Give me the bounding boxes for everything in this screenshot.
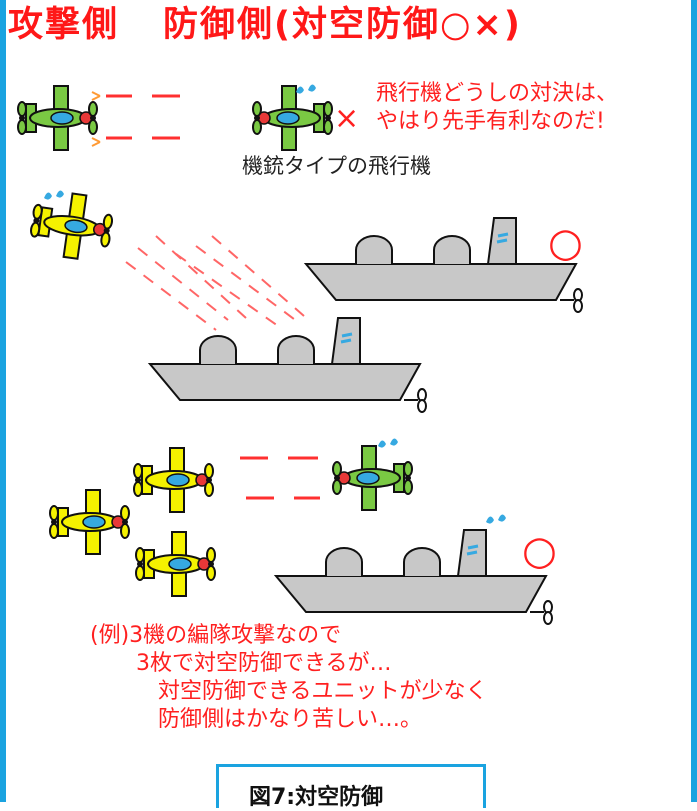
duel-message-line-2: やはり先手有利なのだ!: [376, 109, 605, 134]
win-mark: ○: [522, 528, 557, 574]
warship-formation-target: [274, 528, 554, 626]
warship-back: [304, 216, 584, 314]
win-mark: ○: [548, 220, 583, 266]
sweat-icon: [378, 438, 398, 448]
sweat-icon: [486, 514, 506, 524]
title-attack-side: 攻撃側: [8, 5, 120, 45]
page-title: 攻撃側 防御側(対空防御○×): [8, 2, 522, 48]
warship-front: [148, 316, 428, 414]
anti-air-fire: [125, 235, 305, 331]
green-plane-interceptor: [332, 446, 413, 510]
yellow-plane-attacker: [27, 188, 116, 263]
duel-message-line-1: 飛行機どうしの対決は、: [376, 81, 619, 106]
yellow-plane-formation-1: [133, 448, 214, 512]
green-plane-defender: [252, 86, 333, 150]
gunfire-dashes: [106, 94, 180, 140]
example-text: (例)3機の編隊攻撃なので 3枚で対空防御できるが… 対空防御できるユニットが少…: [90, 622, 488, 734]
title-defense-side: 防御側(対空防御○×): [163, 5, 522, 45]
example-line-2: 3枚で対空防御できるが…: [136, 651, 392, 676]
yellow-plane-formation-2: [49, 490, 130, 554]
sweat-icon: [296, 84, 316, 94]
figure-caption: 図7:対空防御: [216, 764, 486, 810]
muzzle-flash: [91, 91, 101, 147]
example-line-1: (例)3機の編隊攻撃なので: [90, 623, 342, 648]
example-line-4: 防御側はかなり苦しい…。: [158, 707, 423, 732]
gunfire-dashes: [240, 456, 320, 500]
example-line-3: 対空防御できるユニットが少なく: [158, 679, 488, 704]
yellow-plane-formation-3: [135, 532, 216, 596]
green-plane-attacker: [17, 86, 98, 150]
duel-message: 飛行機どうしの対決は、 やはり先手有利なのだ!: [376, 80, 618, 136]
sweat-icon: [44, 190, 64, 200]
lose-mark: ×: [334, 101, 359, 136]
plane-type-caption: 機銃タイプの飛行機: [242, 154, 431, 178]
